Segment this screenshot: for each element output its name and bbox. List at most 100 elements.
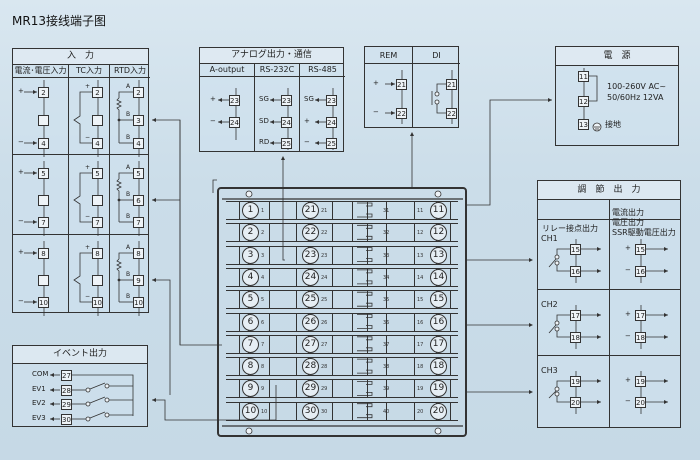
terminal-screw-4: 4 xyxy=(242,268,259,286)
input-tc-terminal: 4 xyxy=(92,138,103,149)
separator xyxy=(296,335,297,353)
separator xyxy=(239,224,240,242)
terminal-index: 7 xyxy=(261,341,265,348)
terminal-index: 8 xyxy=(261,364,265,371)
terminal-screw-5: 5 xyxy=(242,291,259,309)
terminal-index: 32 xyxy=(383,230,390,237)
analog-out-terminal: 16 xyxy=(635,266,646,277)
rs232c-terminal: 25 xyxy=(281,138,292,149)
separator xyxy=(296,246,297,264)
separator xyxy=(352,313,353,331)
input-cv-blank-terminal xyxy=(38,275,49,286)
analog-terminal: 24 xyxy=(229,117,240,128)
terminal-screw-30: 30 xyxy=(302,402,319,420)
terminal-index: 1 xyxy=(261,208,265,214)
channel-label-ch3: CH3 xyxy=(541,366,558,375)
input-col-rtd: RTD入力 xyxy=(109,64,150,78)
event-label-ev1: EV1 xyxy=(32,385,46,393)
input-cv-blank-terminal xyxy=(38,195,49,206)
input-rtd-terminal: 10 xyxy=(133,297,144,308)
separator xyxy=(352,335,353,353)
terminal-screw-29: 29 xyxy=(302,380,319,398)
power-spec-frequency: 50/60Hz 12VA xyxy=(607,93,664,102)
power-terminal-n: 12 xyxy=(578,96,589,107)
separator xyxy=(352,380,353,398)
terminal-index: 4 xyxy=(261,274,265,281)
separator xyxy=(386,335,387,353)
rtd-label-a: A xyxy=(126,164,131,171)
separator xyxy=(239,291,240,309)
terminal-index: 16 xyxy=(417,319,424,326)
terminal-index: 15 xyxy=(417,297,424,304)
separator xyxy=(386,246,387,264)
terminal-index: 35 xyxy=(383,297,390,304)
page-title: MR13接线端子图 xyxy=(12,14,106,28)
separator xyxy=(296,202,297,219)
analog-out-terminal: 20 xyxy=(635,397,646,408)
separator xyxy=(239,335,240,353)
terminal-index: 2 xyxy=(261,230,265,237)
minus-sign: − xyxy=(18,138,24,146)
terminal-screw-23: 23 xyxy=(302,246,319,264)
separator xyxy=(269,246,270,264)
terminal-index: 5 xyxy=(261,297,265,304)
separator xyxy=(269,358,270,376)
terminal-index: 21 xyxy=(321,208,328,214)
terminal-index: 22 xyxy=(321,230,328,237)
terminal-screw-7: 7 xyxy=(242,335,259,353)
separator xyxy=(332,224,333,242)
input-tc-terminal: 8 xyxy=(92,248,103,259)
rs485-terminal: 23 xyxy=(326,95,337,106)
relay-terminal: 15 xyxy=(570,244,581,255)
control-header: 調 節 出 力 xyxy=(538,181,680,200)
terminal-index: 27 xyxy=(321,341,328,348)
separator xyxy=(239,246,240,264)
separator xyxy=(386,268,387,286)
terminal-index: 20 xyxy=(417,408,424,415)
separator xyxy=(269,313,270,331)
input-cv-terminal: 5 xyxy=(38,168,49,179)
separator xyxy=(269,380,270,398)
input-tc-terminal: 10 xyxy=(92,297,103,308)
terminal-index: 19 xyxy=(417,386,424,393)
input-cv-terminal: 10 xyxy=(38,297,49,308)
analog-col-rs232c: RS-232C xyxy=(254,63,299,77)
separator xyxy=(332,402,333,420)
input-cv-terminal: 7 xyxy=(38,217,49,228)
separator xyxy=(296,291,297,309)
plus-sign: + xyxy=(625,244,631,252)
power-header: 電 源 xyxy=(556,47,678,66)
separator xyxy=(332,202,333,219)
analog-out-terminal: 19 xyxy=(635,376,646,387)
event-label-ev3: EV3 xyxy=(32,414,46,422)
separator xyxy=(450,291,451,309)
input-rtd-terminal: 3 xyxy=(133,115,144,126)
separator xyxy=(367,402,368,420)
plus-sign: + xyxy=(18,87,24,95)
terminal-screw-10: 10 xyxy=(242,402,259,420)
rtd-label-b: B xyxy=(126,191,131,198)
separator xyxy=(296,224,297,242)
terminal-index: 31 xyxy=(383,208,390,214)
separator xyxy=(332,380,333,398)
terminal-index: 12 xyxy=(417,230,424,237)
separator xyxy=(386,313,387,331)
terminal-index: 39 xyxy=(383,386,390,393)
separator xyxy=(296,380,297,398)
separator xyxy=(352,268,353,286)
minus-sign: − xyxy=(18,217,24,225)
terminal-screw-16: 16 xyxy=(430,313,447,331)
separator xyxy=(414,202,415,219)
separator xyxy=(414,268,415,286)
analog-label: + xyxy=(210,95,216,103)
rem-terminal: 21 xyxy=(396,79,407,90)
event-terminal: 27 xyxy=(61,370,72,381)
terminal-screw-9: 9 xyxy=(242,380,259,398)
separator xyxy=(367,291,368,309)
terminal-screw-1: 1 xyxy=(242,202,259,219)
input-col-tc: TC入力 xyxy=(68,64,109,78)
separator xyxy=(414,335,415,353)
plus-sign: + xyxy=(85,244,91,251)
terminal-screw-2: 2 xyxy=(242,224,259,242)
input-col-current-voltage: 電流･電圧入力 xyxy=(13,64,68,78)
